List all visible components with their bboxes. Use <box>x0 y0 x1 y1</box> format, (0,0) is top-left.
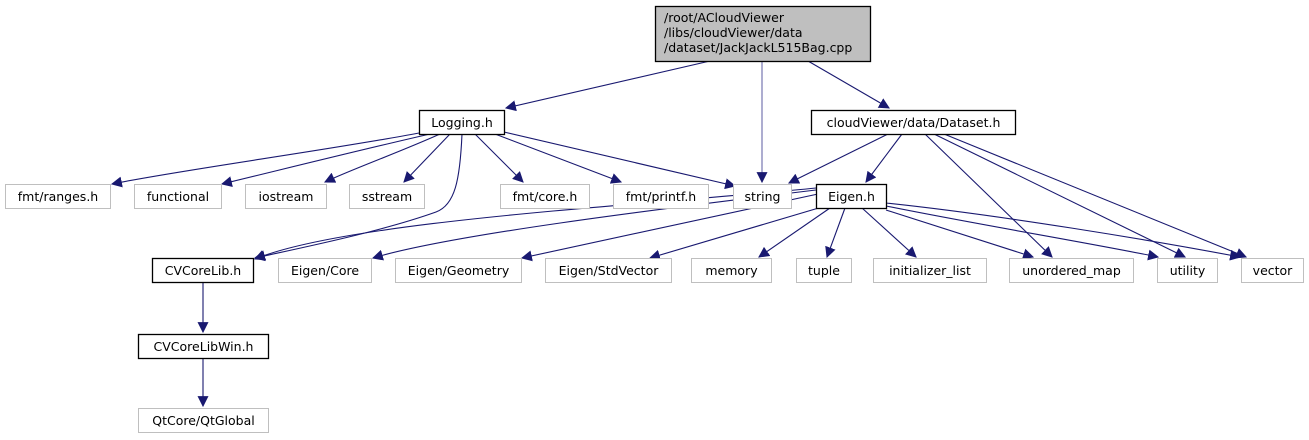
edge-root-to-dataset_h <box>807 60 890 109</box>
node-cvcorelib[interactable]: CVCoreLib.h <box>151 257 255 284</box>
node-fmt_printf: fmt/printf.h <box>613 184 709 209</box>
node-label: functional <box>147 189 209 204</box>
node-box <box>418 109 506 136</box>
edge-logging-to-string <box>503 131 737 190</box>
node-label: /libs/cloudViewer/data <box>664 25 803 40</box>
edge-logging-to-fmt_ranges <box>110 132 420 188</box>
edge-eigen_h-to-unordered_map <box>885 209 1035 260</box>
node-memory: memory <box>691 258 772 283</box>
node-box <box>5 184 111 209</box>
node-box <box>796 258 852 283</box>
node-box <box>873 258 987 283</box>
node-string: string <box>733 184 792 209</box>
nodes-layer: /root/ACloudViewer/libs/cloudViewer/data… <box>5 5 1304 433</box>
node-vector: vector <box>1241 258 1304 283</box>
node-label: initializer_list <box>889 263 971 278</box>
node-box <box>395 258 522 283</box>
node-label: string <box>745 189 781 204</box>
node-dataset_h[interactable]: cloudViewer/data/Dataset.h <box>810 109 1017 136</box>
node-label: QtCore/QtGlobal <box>152 413 255 428</box>
node-eigen_core: Eigen/Core <box>278 258 372 283</box>
node-box <box>137 333 270 360</box>
node-unordered_map: unordered_map <box>1009 258 1134 283</box>
node-iostream: iostream <box>245 184 327 209</box>
node-label: /root/ACloudViewer <box>664 10 785 25</box>
node-box <box>151 257 255 284</box>
node-label: fmt/core.h <box>513 189 578 204</box>
node-label: unordered_map <box>1022 263 1121 278</box>
edge-root-to-logging <box>504 60 711 112</box>
node-fmt_core: fmt/core.h <box>500 184 590 209</box>
edge-eigen_h-to-tuple <box>825 207 846 259</box>
node-label: Eigen/Core <box>291 263 359 278</box>
edge-logging-to-fmt_core <box>474 133 524 183</box>
node-box <box>815 183 888 210</box>
edge-logging-to-sstream <box>403 133 451 183</box>
node-eigen_stdvector: Eigen/StdVector <box>545 258 672 283</box>
node-label: vector <box>1253 263 1294 278</box>
node-box <box>654 5 872 63</box>
node-qtglobal: QtCore/QtGlobal <box>138 408 269 433</box>
node-label: cloudViewer/data/Dataset.h <box>827 115 1001 130</box>
node-label: CVCoreLib.h <box>165 263 241 278</box>
edge-dataset_h-to-utility <box>933 133 1186 258</box>
node-box <box>733 184 792 209</box>
node-label: utility <box>1170 263 1206 278</box>
node-box <box>500 184 590 209</box>
edge-eigen_h-to-eigen_stdvector <box>648 206 823 261</box>
node-box <box>245 184 327 209</box>
node-cvcorelibwin[interactable]: CVCoreLibWin.h <box>137 333 270 360</box>
edge-logging-to-fmt_printf <box>494 133 623 184</box>
node-box <box>134 184 222 209</box>
node-utility: utility <box>1157 258 1218 283</box>
node-label: fmt/printf.h <box>626 189 696 204</box>
node-label: fmt/ranges.h <box>18 189 98 204</box>
node-label: CVCoreLibWin.h <box>154 339 254 354</box>
edge-logging-to-functional <box>220 133 431 188</box>
edge-eigen_h-to-memory <box>758 207 831 258</box>
edge-dataset_h-to-unordered_map <box>924 133 1053 258</box>
edge-logging-to-iostream <box>324 133 441 183</box>
node-sstream: sstream <box>349 184 425 209</box>
node-label: Eigen/StdVector <box>559 263 660 278</box>
node-box <box>1241 258 1304 283</box>
node-label: Eigen.h <box>828 189 875 204</box>
node-label: sstream <box>362 189 412 204</box>
node-eigen_geometry: Eigen/Geometry <box>395 258 522 283</box>
node-initializer_list: initializer_list <box>873 258 987 283</box>
edge-dataset_h-to-string <box>788 133 889 184</box>
node-box <box>1009 258 1134 283</box>
node-label: /dataset/JackJackL515Bag.cpp <box>664 40 852 55</box>
node-functional: functional <box>134 184 222 209</box>
node-box <box>613 184 709 209</box>
edge-eigen_h-to-initializer_list <box>861 207 917 258</box>
node-box <box>545 258 672 283</box>
node-logging[interactable]: Logging.h <box>418 109 506 136</box>
node-box <box>691 258 772 283</box>
node-eigen_h[interactable]: Eigen.h <box>815 183 888 210</box>
node-tuple: tuple <box>796 258 852 283</box>
edges-layer <box>110 60 1248 408</box>
edge-dataset_h-to-vector <box>943 133 1248 259</box>
node-box <box>1157 258 1218 283</box>
node-label: tuple <box>808 263 840 278</box>
edge-eigen_h-to-vector <box>885 202 1242 261</box>
edge-dataset_h-to-eigen_h <box>865 133 903 183</box>
node-box <box>138 408 269 433</box>
node-label: Eigen/Geometry <box>408 263 510 278</box>
node-box <box>278 258 372 283</box>
node-box <box>810 109 1017 136</box>
node-box <box>349 184 425 209</box>
edge-eigen_h-to-utility <box>885 205 1160 261</box>
node-label: memory <box>705 263 758 278</box>
node-root[interactable]: /root/ACloudViewer/libs/cloudViewer/data… <box>654 5 872 63</box>
node-label: Logging.h <box>431 115 493 130</box>
node-label: iostream <box>259 189 314 204</box>
edge-logging-to-cvcorelib <box>253 133 463 262</box>
node-fmt_ranges: fmt/ranges.h <box>5 184 111 209</box>
